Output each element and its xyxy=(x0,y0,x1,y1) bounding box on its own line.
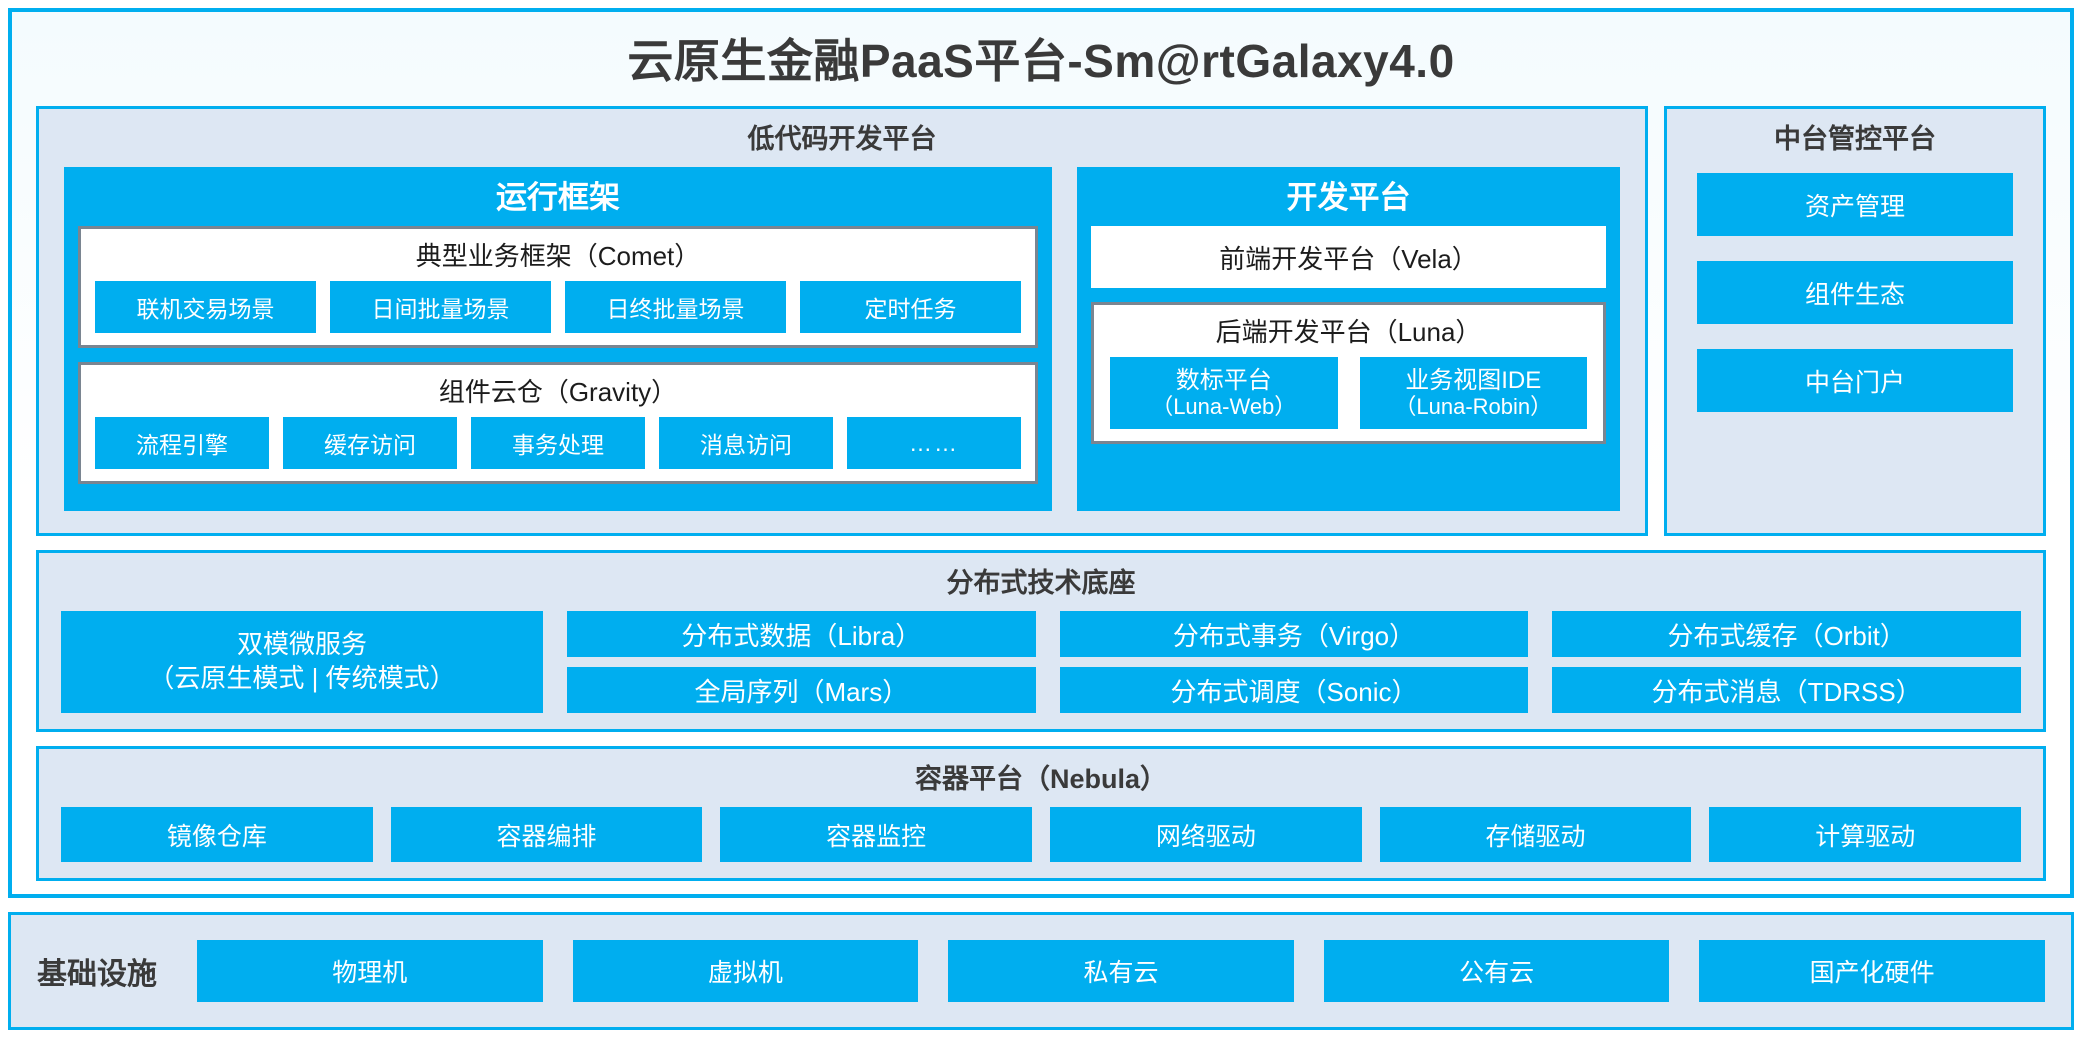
dist-item-mars[interactable]: 全局序列（Mars） xyxy=(567,667,1036,713)
development-platform-title: 开发平台 xyxy=(1286,180,1411,215)
infra-item-physical-machine[interactable]: 物理机 xyxy=(197,940,543,1002)
container-item-network-driver[interactable]: 网络驱动 xyxy=(1050,807,1362,862)
luna-item-luna-web[interactable]: 数标平台 （Luna-Web） xyxy=(1110,357,1338,429)
infrastructure-cells: 物理机 虚拟机 私有云 公有云 国产化硬件 xyxy=(197,940,2045,1002)
container-platform-panel: 容器平台（Nebula） 镜像仓库 容器编排 容器监控 网络驱动 存储驱动 计算… xyxy=(36,746,2046,881)
console-items: 资产管理 组件生态 中台门户 xyxy=(1667,167,2043,412)
lowcode-platform-panel: 低代码开发平台 运行框架 典型业务框架（Comet） 联机交易场景 日间批量场景… xyxy=(36,106,1648,536)
comet-group: 典型业务框架（Comet） 联机交易场景 日间批量场景 日终批量场景 定时任务 xyxy=(78,226,1038,348)
runtime-framework-card: 运行框架 典型业务框架（Comet） 联机交易场景 日间批量场景 日终批量场景 … xyxy=(64,167,1052,511)
comet-chip-row: 联机交易场景 日间批量场景 日终批量场景 定时任务 xyxy=(91,281,1025,333)
gravity-title: 组件云仓（Gravity） xyxy=(438,377,678,407)
luna-item-luna-robin[interactable]: 业务视图IDE （Luna-Robin） xyxy=(1359,357,1587,429)
lowcode-platform-title: 低代码开发平台 xyxy=(747,124,937,154)
console-platform-title: 中台管控平台 xyxy=(1774,124,1936,154)
backend-platform-luna-title: 后端开发平台（Luna） xyxy=(1215,317,1482,347)
distributed-base-title: 分布式技术底座 xyxy=(946,568,1136,598)
container-platform-title: 容器平台（Nebula） xyxy=(914,764,1168,794)
container-item-storage-driver[interactable]: 存储驱动 xyxy=(1379,807,1692,862)
page-title: 云原生金融PaaS平台-Sm@rtGalaxy4.0 xyxy=(627,35,1455,87)
gravity-item-process-engine[interactable]: 流程引擎 xyxy=(95,417,269,469)
dist-column-1: 分布式数据（Libra） 全局序列（Mars） xyxy=(567,611,1036,713)
comet-title: 典型业务框架（Comet） xyxy=(415,241,701,271)
comet-item-online-trade[interactable]: 联机交易场景 xyxy=(95,281,316,333)
dist-item-tdrss[interactable]: 分布式消息（TDRSS） xyxy=(1552,667,2022,713)
console-item-component-ecosystem[interactable]: 组件生态 xyxy=(1697,261,2013,324)
container-item-compute-driver[interactable]: 计算驱动 xyxy=(1709,807,2022,862)
dist-item-virgo[interactable]: 分布式事务（Virgo） xyxy=(1059,611,1529,657)
gravity-item-message-access[interactable]: 消息访问 xyxy=(659,417,833,469)
infra-item-public-cloud[interactable]: 公有云 xyxy=(1323,940,1670,1002)
luna-chip-row: 数标平台 （Luna-Web） 业务视图IDE （Luna-Robin） xyxy=(1104,357,1593,429)
dist-column-3: 分布式缓存（Orbit） 分布式消息（TDRSS） xyxy=(1552,611,2022,713)
dist-item-sonic[interactable]: 分布式调度（Sonic） xyxy=(1059,667,1529,713)
main-frame: 云原生金融PaaS平台-Sm@rtGalaxy4.0 低代码开发平台 运行框架 … xyxy=(8,8,2074,898)
dist-item-dual-mode-microservice[interactable]: 双模微服务 （云原生模式 | 传统模式） xyxy=(61,611,543,713)
top-row: 低代码开发平台 运行框架 典型业务框架（Comet） 联机交易场景 日间批量场景… xyxy=(36,106,2046,536)
comet-item-scheduled-task[interactable]: 定时任务 xyxy=(800,281,1021,333)
infrastructure-label: 基础设施 xyxy=(37,958,157,991)
container-item-image-registry[interactable]: 镜像仓库 xyxy=(61,807,373,862)
gravity-chip-row: 流程引擎 缓存访问 事务处理 消息访问 …… xyxy=(91,417,1025,469)
gravity-item-more[interactable]: …… xyxy=(847,417,1021,469)
infrastructure-panel: 基础设施 物理机 虚拟机 私有云 公有云 国产化硬件 xyxy=(8,912,2074,1030)
luna-web-code: （Luna-Web） xyxy=(1151,394,1297,420)
frontend-platform-vela[interactable]: 前端开发平台（Vela） xyxy=(1091,226,1606,288)
infra-item-domestic-hardware[interactable]: 国产化硬件 xyxy=(1699,940,2045,1002)
gravity-item-transaction[interactable]: 事务处理 xyxy=(471,417,645,469)
luna-web-name: 数标平台 xyxy=(1175,366,1272,394)
container-platform-row: 镜像仓库 容器编排 容器监控 网络驱动 存储驱动 计算驱动 xyxy=(39,807,2043,878)
container-item-monitoring[interactable]: 容器监控 xyxy=(720,807,1033,862)
runtime-framework-title: 运行框架 xyxy=(496,180,620,215)
dual-mode-line1: 双模微服务 xyxy=(236,629,367,660)
dist-column-2: 分布式事务（Virgo） 分布式调度（Sonic） xyxy=(1059,611,1529,713)
gravity-group: 组件云仓（Gravity） 流程引擎 缓存访问 事务处理 消息访问 …… xyxy=(78,362,1038,484)
console-item-asset-management[interactable]: 资产管理 xyxy=(1697,173,2013,236)
gravity-item-cache-access[interactable]: 缓存访问 xyxy=(283,417,457,469)
infra-item-private-cloud[interactable]: 私有云 xyxy=(948,940,1294,1002)
console-item-portal[interactable]: 中台门户 xyxy=(1697,349,2013,412)
dual-mode-line2: （云原生模式 | 传统模式） xyxy=(148,663,456,693)
distributed-base-body: 双模微服务 （云原生模式 | 传统模式） 分布式数据（Libra） 全局序列（M… xyxy=(39,611,2043,729)
dist-item-libra[interactable]: 分布式数据（Libra） xyxy=(567,611,1036,657)
luna-robin-code: （Luna-Robin） xyxy=(1394,394,1553,420)
console-platform-panel: 中台管控平台 资产管理 组件生态 中台门户 xyxy=(1664,106,2046,536)
infra-item-virtual-machine[interactable]: 虚拟机 xyxy=(572,940,919,1002)
comet-item-eod-batch[interactable]: 日终批量场景 xyxy=(565,281,786,333)
development-platform-card: 开发平台 前端开发平台（Vela） 后端开发平台（Luna） 数标平台 （Lun… xyxy=(1077,167,1620,511)
luna-robin-name: 业务视图IDE xyxy=(1405,366,1542,394)
comet-item-intraday-batch[interactable]: 日间批量场景 xyxy=(330,281,551,333)
dist-item-orbit[interactable]: 分布式缓存（Orbit） xyxy=(1552,611,2022,657)
lowcode-inner: 运行框架 典型业务框架（Comet） 联机交易场景 日间批量场景 日终批量场景 … xyxy=(39,167,1645,533)
backend-platform-luna-group: 后端开发平台（Luna） 数标平台 （Luna-Web） 业务视图IDE （Lu… xyxy=(1091,302,1606,444)
distributed-base-panel: 分布式技术底座 双模微服务 （云原生模式 | 传统模式） 分布式数据（Libra… xyxy=(36,550,2046,732)
container-item-orchestration[interactable]: 容器编排 xyxy=(390,807,703,862)
